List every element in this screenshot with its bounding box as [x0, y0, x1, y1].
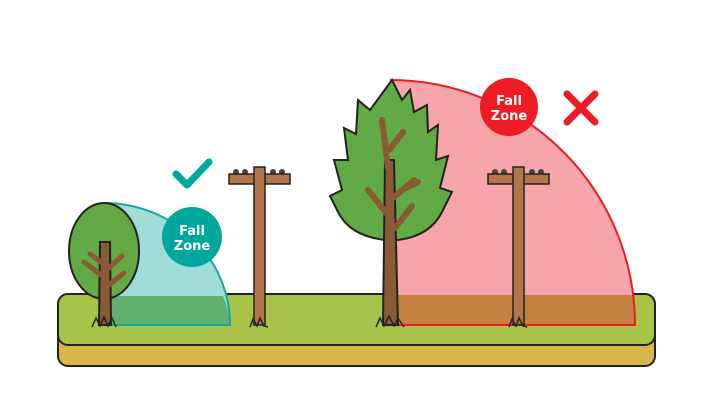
- check-icon: [172, 158, 213, 189]
- unsafe-fall-zone-badge: Fall Zone: [480, 78, 538, 136]
- large-tree: [328, 78, 454, 328]
- safe-fall-zone-badge: Fall Zone: [162, 207, 222, 267]
- utility-pole-right: [487, 166, 550, 328]
- x-icon: [563, 90, 599, 126]
- safe-zone-label-line2: Zone: [174, 239, 211, 254]
- small-tree: [68, 202, 140, 328]
- unsafe-zone-label-line1: Fall: [496, 94, 522, 109]
- safe-zone-label-line1: Fall: [179, 224, 205, 239]
- unsafe-zone-label-line2: Zone: [491, 109, 528, 124]
- utility-pole-left: [228, 166, 291, 328]
